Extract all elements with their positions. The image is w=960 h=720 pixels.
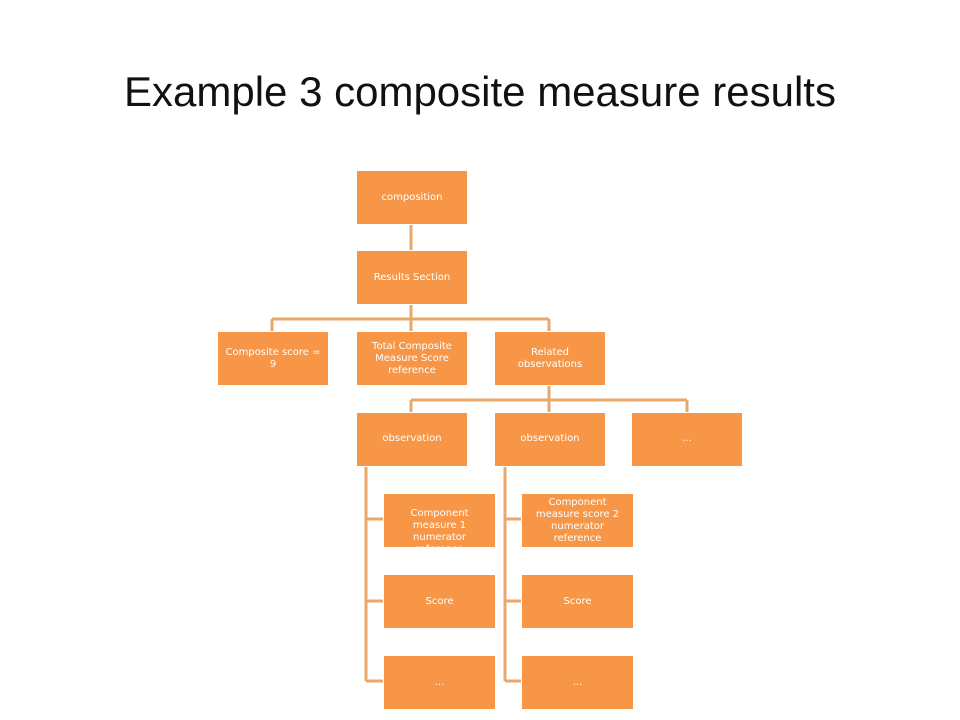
node-observation-1: observation <box>356 412 468 467</box>
node-composition: composition <box>356 170 468 225</box>
node-more-1: ... <box>383 655 496 710</box>
node-score-2: Score <box>521 574 634 629</box>
slide-title: Example 3 composite measure results <box>124 68 836 115</box>
node-component-2-numerator: Component measure score 2 numerator refe… <box>521 493 634 548</box>
node-observation-2: observation <box>494 412 606 467</box>
node-component-1-numerator: Component measure 1 numerator reference <box>383 493 496 555</box>
node-composite-score: Composite score = 9 <box>217 331 329 386</box>
node-related-observations: Related observations <box>494 331 606 386</box>
node-more-2: ... <box>521 655 634 710</box>
node-observation-more: ... <box>631 412 743 467</box>
node-score-1: Score <box>383 574 496 629</box>
node-results-section: Results Section <box>356 250 468 305</box>
node-total-composite-reference: Total Composite Measure Score reference <box>356 331 468 386</box>
